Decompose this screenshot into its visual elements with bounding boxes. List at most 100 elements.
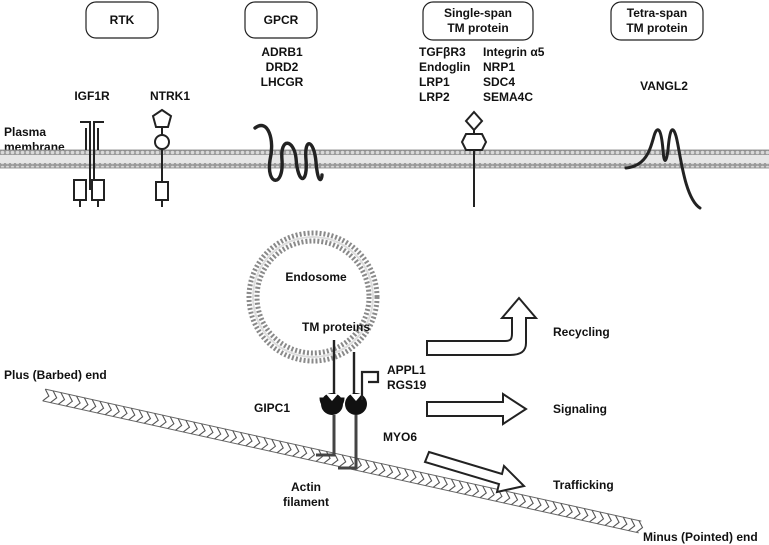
actin-subunit [378, 463, 386, 476]
actin-subunit [276, 440, 284, 454]
tetra-span-member-vangl2: VANGL2 [640, 79, 688, 93]
actin-subunit [65, 394, 74, 407]
actin-subunit [182, 420, 191, 433]
vangl2-protein-shape [624, 128, 702, 210]
signaling-arrow [426, 392, 528, 426]
actin-subunit [206, 425, 214, 438]
actin-subunit [292, 444, 300, 457]
actin-subunit [542, 499, 550, 513]
single-span-member-4: LRP2 [419, 90, 450, 104]
actin-subunit [620, 516, 628, 530]
actin-subunit [386, 465, 394, 478]
single-span-member-7: SDC4 [483, 75, 515, 89]
endosome-label: Endosome [285, 270, 347, 284]
category-single-span-line2: TM protein [447, 21, 508, 35]
actin-subunit [143, 411, 152, 424]
membrane-label-line1: Plasma [4, 125, 46, 139]
actin-subunit [581, 508, 589, 521]
plus-end-label: Plus (Barbed) end [4, 368, 107, 382]
rtk-member-igf1r: IGF1R [74, 89, 110, 103]
igf1r-receptor-shape [73, 121, 105, 207]
gpcr-member-2: DRD2 [266, 60, 299, 74]
tm-proteins-label: TM proteins [302, 320, 370, 334]
gipc1-label: GIPC1 [254, 401, 290, 415]
ntrk1-receptor-shape [151, 108, 173, 207]
rtk-member-ntrk1: NTRK1 [150, 89, 190, 103]
recycling-arrow [426, 296, 539, 356]
actin-subunit [393, 466, 402, 480]
actin-filament [42, 388, 644, 534]
actin-subunit [229, 430, 238, 443]
actin-subunit [471, 484, 480, 497]
myo6-motor [316, 415, 358, 470]
actin-subunit [50, 390, 58, 404]
actin-subunit [323, 451, 331, 464]
actin-subunit [136, 409, 144, 423]
minus-end-label: Minus (Pointed) end [643, 530, 758, 544]
trafficking-arrow [423, 450, 526, 494]
single-span-member-6: NRP1 [483, 60, 515, 74]
actin-subunit [440, 477, 448, 490]
actin-subunit [511, 492, 519, 506]
single-span-member-5: Integrin α5 [483, 45, 545, 59]
actin-subunit [534, 497, 542, 511]
actin-subunit [112, 404, 120, 417]
actin-subunit [550, 501, 558, 514]
actin-subunit [57, 392, 66, 405]
actin-subunit [425, 473, 433, 487]
actin-label-line1: Actin [291, 480, 321, 494]
actin-subunit [635, 520, 644, 533]
actin-subunit [401, 468, 409, 481]
myo6-label: MYO6 [383, 430, 417, 444]
actin-subunit [456, 480, 464, 493]
actin-subunit [268, 439, 277, 452]
actin-subunit [104, 402, 113, 416]
gipc1-adaptor [319, 393, 345, 415]
actin-subunit [565, 504, 573, 518]
category-tetra-span-line1: Tetra-span [627, 6, 687, 20]
actin-label-line2: filament [283, 495, 329, 509]
single-span-member-1: TGFβR3 [419, 45, 466, 59]
actin-subunit [198, 423, 206, 436]
single-span-member-8: SEMA4C [483, 90, 533, 104]
actin-subunit [214, 426, 222, 440]
category-single-span-line1: Single-span [444, 6, 512, 20]
actin-subunit [284, 442, 292, 455]
gpcr-receptor-shape [253, 123, 324, 182]
category-tetra-span: Tetra-span TM protein [610, 1, 704, 41]
category-rtk-label: RTK [110, 13, 135, 27]
trafficking-label: Trafficking [553, 478, 614, 492]
appl1-rgs19-adaptor [345, 370, 380, 415]
actin-subunit [81, 397, 89, 410]
actin-subunit [42, 388, 50, 402]
actin-subunit [573, 506, 581, 519]
actin-subunit [628, 518, 636, 532]
single-span-protein-shape [460, 110, 488, 207]
category-gpcr: GPCR [244, 1, 318, 39]
single-span-member-3: LRP1 [419, 75, 450, 89]
plasma-membrane [0, 149, 769, 169]
actin-subunit [89, 399, 97, 412]
actin-subunit [464, 482, 472, 495]
actin-subunit [417, 471, 425, 485]
actin-subunit [73, 395, 81, 409]
actin-subunit [557, 503, 566, 516]
actin-subunit [604, 513, 612, 526]
rgs19-label: RGS19 [387, 378, 427, 392]
actin-subunit [479, 485, 487, 499]
signaling-label: Signaling [553, 402, 607, 416]
actin-subunit [518, 494, 527, 507]
actin-subunit [503, 490, 511, 504]
actin-subunit [190, 421, 198, 435]
category-single-span: Single-span TM protein [422, 1, 534, 41]
actin-subunit [612, 515, 620, 528]
category-gpcr-label: GPCR [264, 13, 299, 27]
recycling-label: Recycling [553, 325, 610, 339]
actin-subunit [409, 470, 417, 483]
actin-subunit [237, 432, 245, 445]
actin-subunit [253, 435, 261, 449]
actin-subunit [362, 459, 370, 473]
actin-subunit [300, 445, 308, 459]
